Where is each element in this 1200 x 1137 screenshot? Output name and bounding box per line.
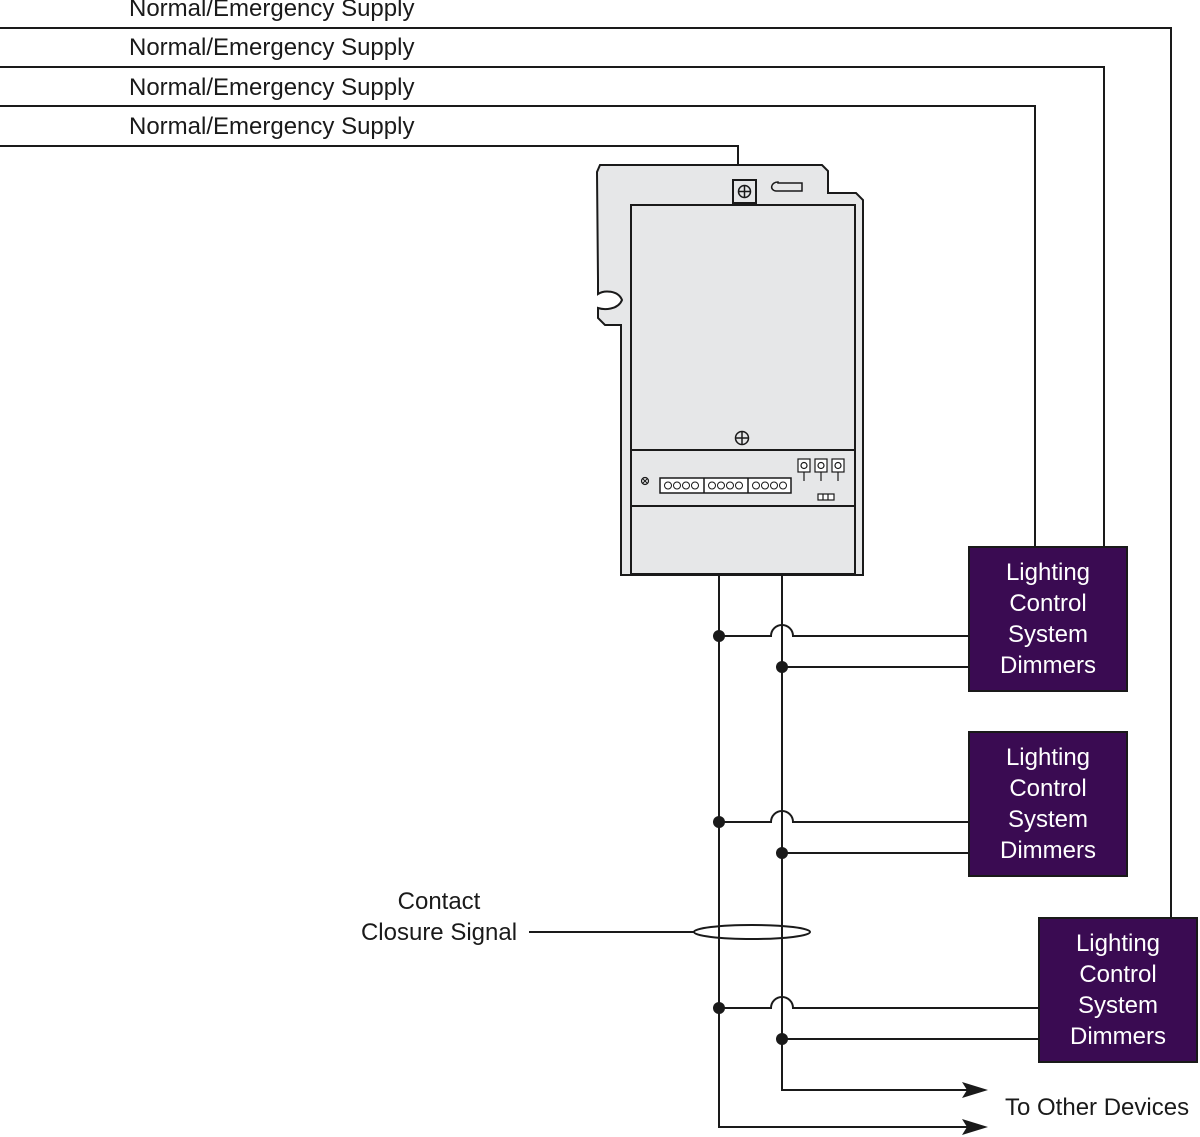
supply-line-4 — [0, 145, 739, 165]
terminal-block — [659, 477, 792, 494]
supply-line-3 — [0, 105, 1036, 547]
ground-screw-icon — [640, 476, 650, 486]
supply-label-3: Normal/Emergency Supply — [129, 74, 415, 101]
supply-label-4: Normal/Emergency Supply — [129, 113, 415, 140]
arrow-head-icon — [962, 1082, 988, 1098]
keyhole-icon — [770, 181, 803, 192]
supply-line-2 — [0, 66, 1105, 547]
dimmer-box-1: Lighting Control System Dimmers — [968, 546, 1128, 692]
other-devices-label: To Other Devices — [1005, 1094, 1190, 1121]
dimmer-label-1: Lighting Control System Dimmers — [1000, 559, 1096, 679]
dimmer-label-2: Lighting Control System Dimmers — [1000, 744, 1096, 864]
dimmer-box-2: Lighting Control System Dimmers — [968, 731, 1128, 877]
control-wire-b — [781, 575, 975, 1091]
arrow-head-icon — [962, 1119, 988, 1135]
contact-closure-ellipse — [693, 924, 811, 940]
supply-line-1 — [0, 27, 1172, 918]
junction-dots — [713, 630, 788, 1045]
supply-label-1: Normal/Emergency Supply — [129, 0, 415, 22]
contact-closure-label: Contact Closure Signal — [360, 888, 518, 946]
relay-panel — [595, 164, 864, 576]
dimmer-box-3: Lighting Control System Dimmers — [1038, 917, 1198, 1063]
supply-label-2: Normal/Emergency Supply — [129, 34, 415, 61]
control-wire-a — [718, 575, 975, 1128]
dimmer-label-3: Lighting Control System Dimmers — [1070, 930, 1166, 1050]
dip-switches — [797, 458, 845, 501]
